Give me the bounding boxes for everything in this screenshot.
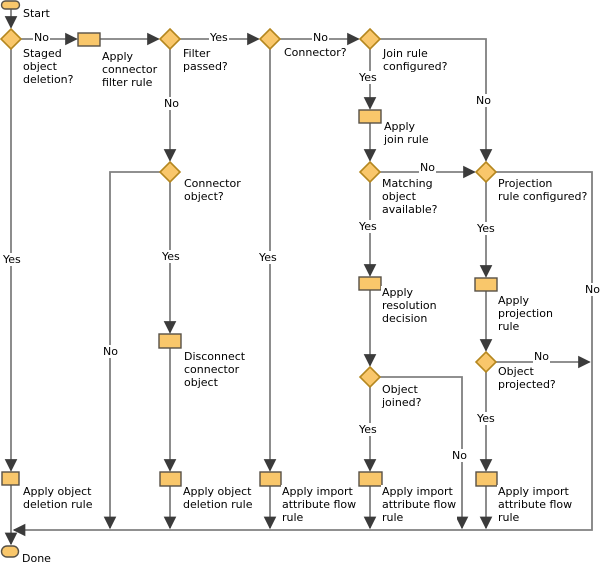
process-apply-import-attribute-flow-rule-3 bbox=[475, 471, 498, 487]
terminator-done bbox=[0, 545, 20, 558]
decision-staged-object-deletion bbox=[0, 27, 23, 51]
decision-object-joined bbox=[358, 365, 382, 389]
label-connector-object: Connector object? bbox=[183, 177, 242, 203]
label-matching-object-available: Matching object available? bbox=[381, 177, 439, 216]
label-apply-object-deletion-rule-2: Apply object deletion rule bbox=[182, 485, 254, 511]
branch-matching-no: No bbox=[419, 161, 436, 174]
label-join-rule-configured: Join rule configured? bbox=[382, 47, 449, 73]
label-apply-resolution-decision: Apply resolution decision bbox=[381, 286, 438, 325]
decision-connector bbox=[258, 27, 282, 51]
branch-connector-object-yes: Yes bbox=[161, 250, 181, 263]
branch-staged-no: No bbox=[33, 31, 50, 44]
process-apply-object-deletion-rule-2 bbox=[159, 471, 182, 487]
terminator-start bbox=[0, 0, 21, 10]
branch-staged-yes: Yes bbox=[2, 253, 22, 266]
label-apply-connector-filter-rule: Apply connector filter rule bbox=[101, 50, 159, 89]
label-filter-passed: Filter passed? bbox=[182, 47, 229, 73]
label-done: Done bbox=[21, 552, 52, 565]
edge-connector-object-no bbox=[103, 171, 160, 530]
branch-object-projected-yes: Yes bbox=[476, 412, 496, 425]
edge-join-configured-no bbox=[380, 38, 493, 162]
label-object-joined: Object joined? bbox=[381, 383, 423, 409]
branch-join-configured-no: No bbox=[475, 94, 492, 107]
label-projection-rule-configured: Projection rule configured? bbox=[497, 177, 589, 203]
decision-filter-passed bbox=[158, 27, 182, 51]
label-apply-join-rule: Apply join rule bbox=[383, 120, 430, 146]
label-disconnect-connector-object: Disconnect connector object bbox=[183, 350, 247, 389]
branch-object-joined-no: No bbox=[451, 449, 468, 462]
label-staged-object-deletion: Staged object deletion? bbox=[22, 47, 75, 86]
branch-filter-yes: Yes bbox=[209, 31, 229, 44]
label-apply-object-deletion-rule-1: Apply object deletion rule bbox=[22, 485, 94, 511]
branch-join-configured-yes: Yes bbox=[358, 71, 378, 84]
decision-projection-rule-configured bbox=[474, 160, 498, 184]
decision-connector-object bbox=[158, 160, 182, 184]
branch-matching-yes: Yes bbox=[358, 220, 378, 233]
process-apply-import-attribute-flow-rule-2 bbox=[358, 471, 383, 487]
branch-projection-configured-yes: Yes bbox=[476, 222, 496, 235]
process-apply-join-rule bbox=[358, 109, 382, 124]
branch-projection-configured-no: No bbox=[584, 283, 600, 296]
branch-object-projected-no: No bbox=[533, 350, 550, 363]
label-start: Start bbox=[22, 7, 51, 20]
process-disconnect-connector-object bbox=[158, 333, 182, 349]
process-apply-import-attribute-flow-rule-1 bbox=[259, 471, 282, 487]
label-apply-import-attribute-flow-rule-3: Apply import attribute flow rule bbox=[497, 485, 574, 524]
edge-object-joined-no bbox=[380, 376, 469, 530]
process-apply-projection-rule bbox=[474, 277, 498, 292]
label-object-projected: Object projected? bbox=[497, 365, 557, 391]
branch-connector-yes: Yes bbox=[258, 251, 278, 264]
process-apply-object-deletion-rule-1 bbox=[1, 471, 20, 486]
label-connector: Connector? bbox=[283, 46, 348, 59]
label-apply-import-attribute-flow-rule-1: Apply import attribute flow rule bbox=[281, 485, 358, 524]
label-apply-import-attribute-flow-rule-2: Apply import attribute flow rule bbox=[381, 485, 458, 524]
process-apply-resolution-decision bbox=[358, 276, 382, 291]
edge-projection-configured-no-collector bbox=[12, 171, 593, 537]
branch-filter-no: No bbox=[163, 97, 180, 110]
decision-matching-object-available bbox=[358, 160, 382, 184]
branch-connector-object-no: No bbox=[102, 345, 119, 358]
label-apply-projection-rule: Apply projection rule bbox=[497, 294, 554, 333]
process-apply-connector-filter-rule bbox=[77, 32, 101, 47]
branch-object-joined-yes: Yes bbox=[358, 423, 378, 436]
decision-object-projected bbox=[474, 350, 498, 374]
branch-connector-no: No bbox=[312, 31, 329, 44]
decision-join-rule-configured bbox=[358, 27, 382, 51]
